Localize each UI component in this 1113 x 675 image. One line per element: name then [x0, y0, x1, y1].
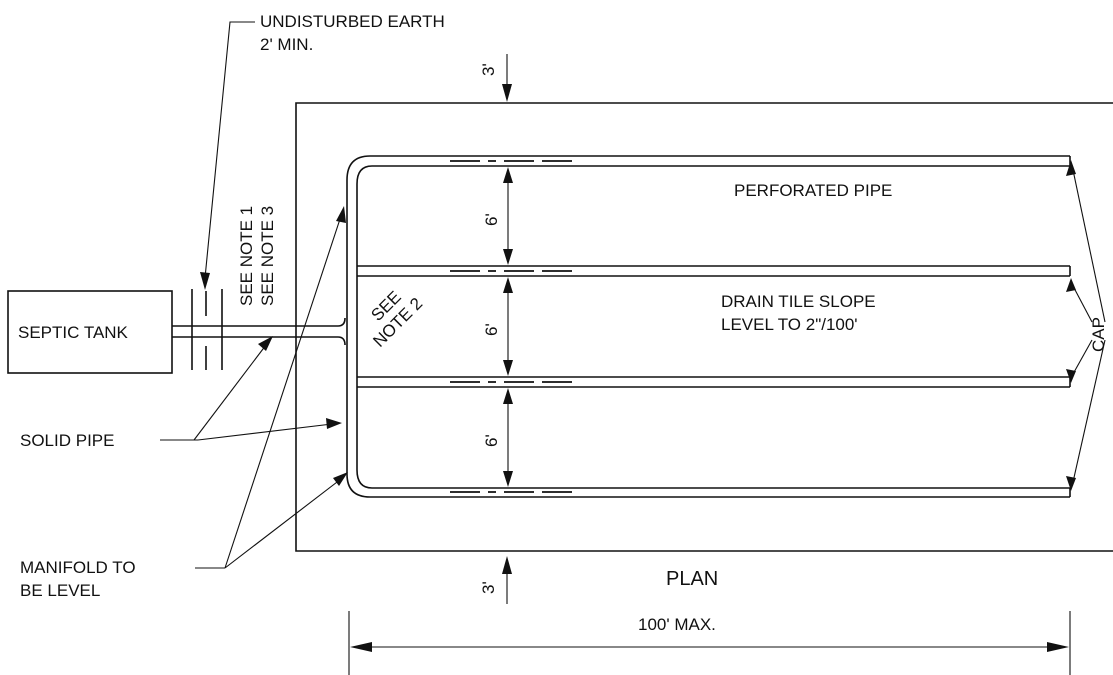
spacing-label-2: 6'	[482, 323, 501, 336]
plan-title: PLAN	[666, 568, 718, 590]
length-dimension-label: 100' MAX.	[638, 615, 716, 634]
top-clearance-dimension	[502, 54, 512, 102]
see-note-1-label: SEE NOTE 1	[237, 206, 256, 306]
spacing-label-3: 6'	[482, 434, 501, 447]
undisturbed-earth-label: UNDISTURBED EARTH	[260, 12, 445, 31]
spacing-dimension-3	[503, 388, 513, 487]
top-clearance-label: 3'	[479, 63, 498, 76]
manifold-leaders	[224, 206, 348, 569]
bed-outline	[295, 102, 1113, 552]
spacing-dimension-1	[503, 167, 513, 265]
undisturbed-earth-marks	[191, 289, 223, 370]
spacing-label-1: 6'	[482, 213, 501, 226]
bottom-clearance-dimension	[502, 556, 512, 604]
cap-label: CAP	[1089, 317, 1108, 352]
undisturbed-earth-min-label: 2' MIN.	[260, 35, 313, 54]
cap-leaders	[1066, 160, 1106, 491]
lateral-pipe-2	[357, 265, 1071, 277]
lateral-pipe-3	[357, 376, 1071, 388]
solid-pipe	[172, 317, 346, 346]
solid-pipe-leaders	[193, 336, 342, 441]
manifold	[346, 155, 373, 498]
drain-tile-slope-label: DRAIN TILE SLOPE	[721, 292, 876, 311]
see-note-3-label: SEE NOTE 3	[258, 206, 277, 306]
manifold-label: MANIFOLD TO	[20, 558, 136, 577]
manifold-level-label: BE LEVEL	[20, 581, 100, 600]
length-dimension	[348, 611, 1071, 675]
septic-tank	[7, 290, 173, 374]
solid-pipe-label: SOLID PIPE	[20, 431, 114, 450]
lateral-pipe-4	[370, 487, 1071, 498]
spacing-dimension-2	[503, 277, 513, 376]
undisturbed-earth-leader	[200, 21, 255, 290]
lateral-pipe-1	[370, 155, 1071, 167]
septic-tank-label: SEPTIC TANK	[18, 323, 129, 342]
perforated-pipe-label: PERFORATED PIPE	[734, 181, 892, 200]
drain-tile-slope-level-label: LEVEL TO 2"/100'	[721, 315, 858, 334]
bottom-clearance-label: 3'	[479, 581, 498, 594]
